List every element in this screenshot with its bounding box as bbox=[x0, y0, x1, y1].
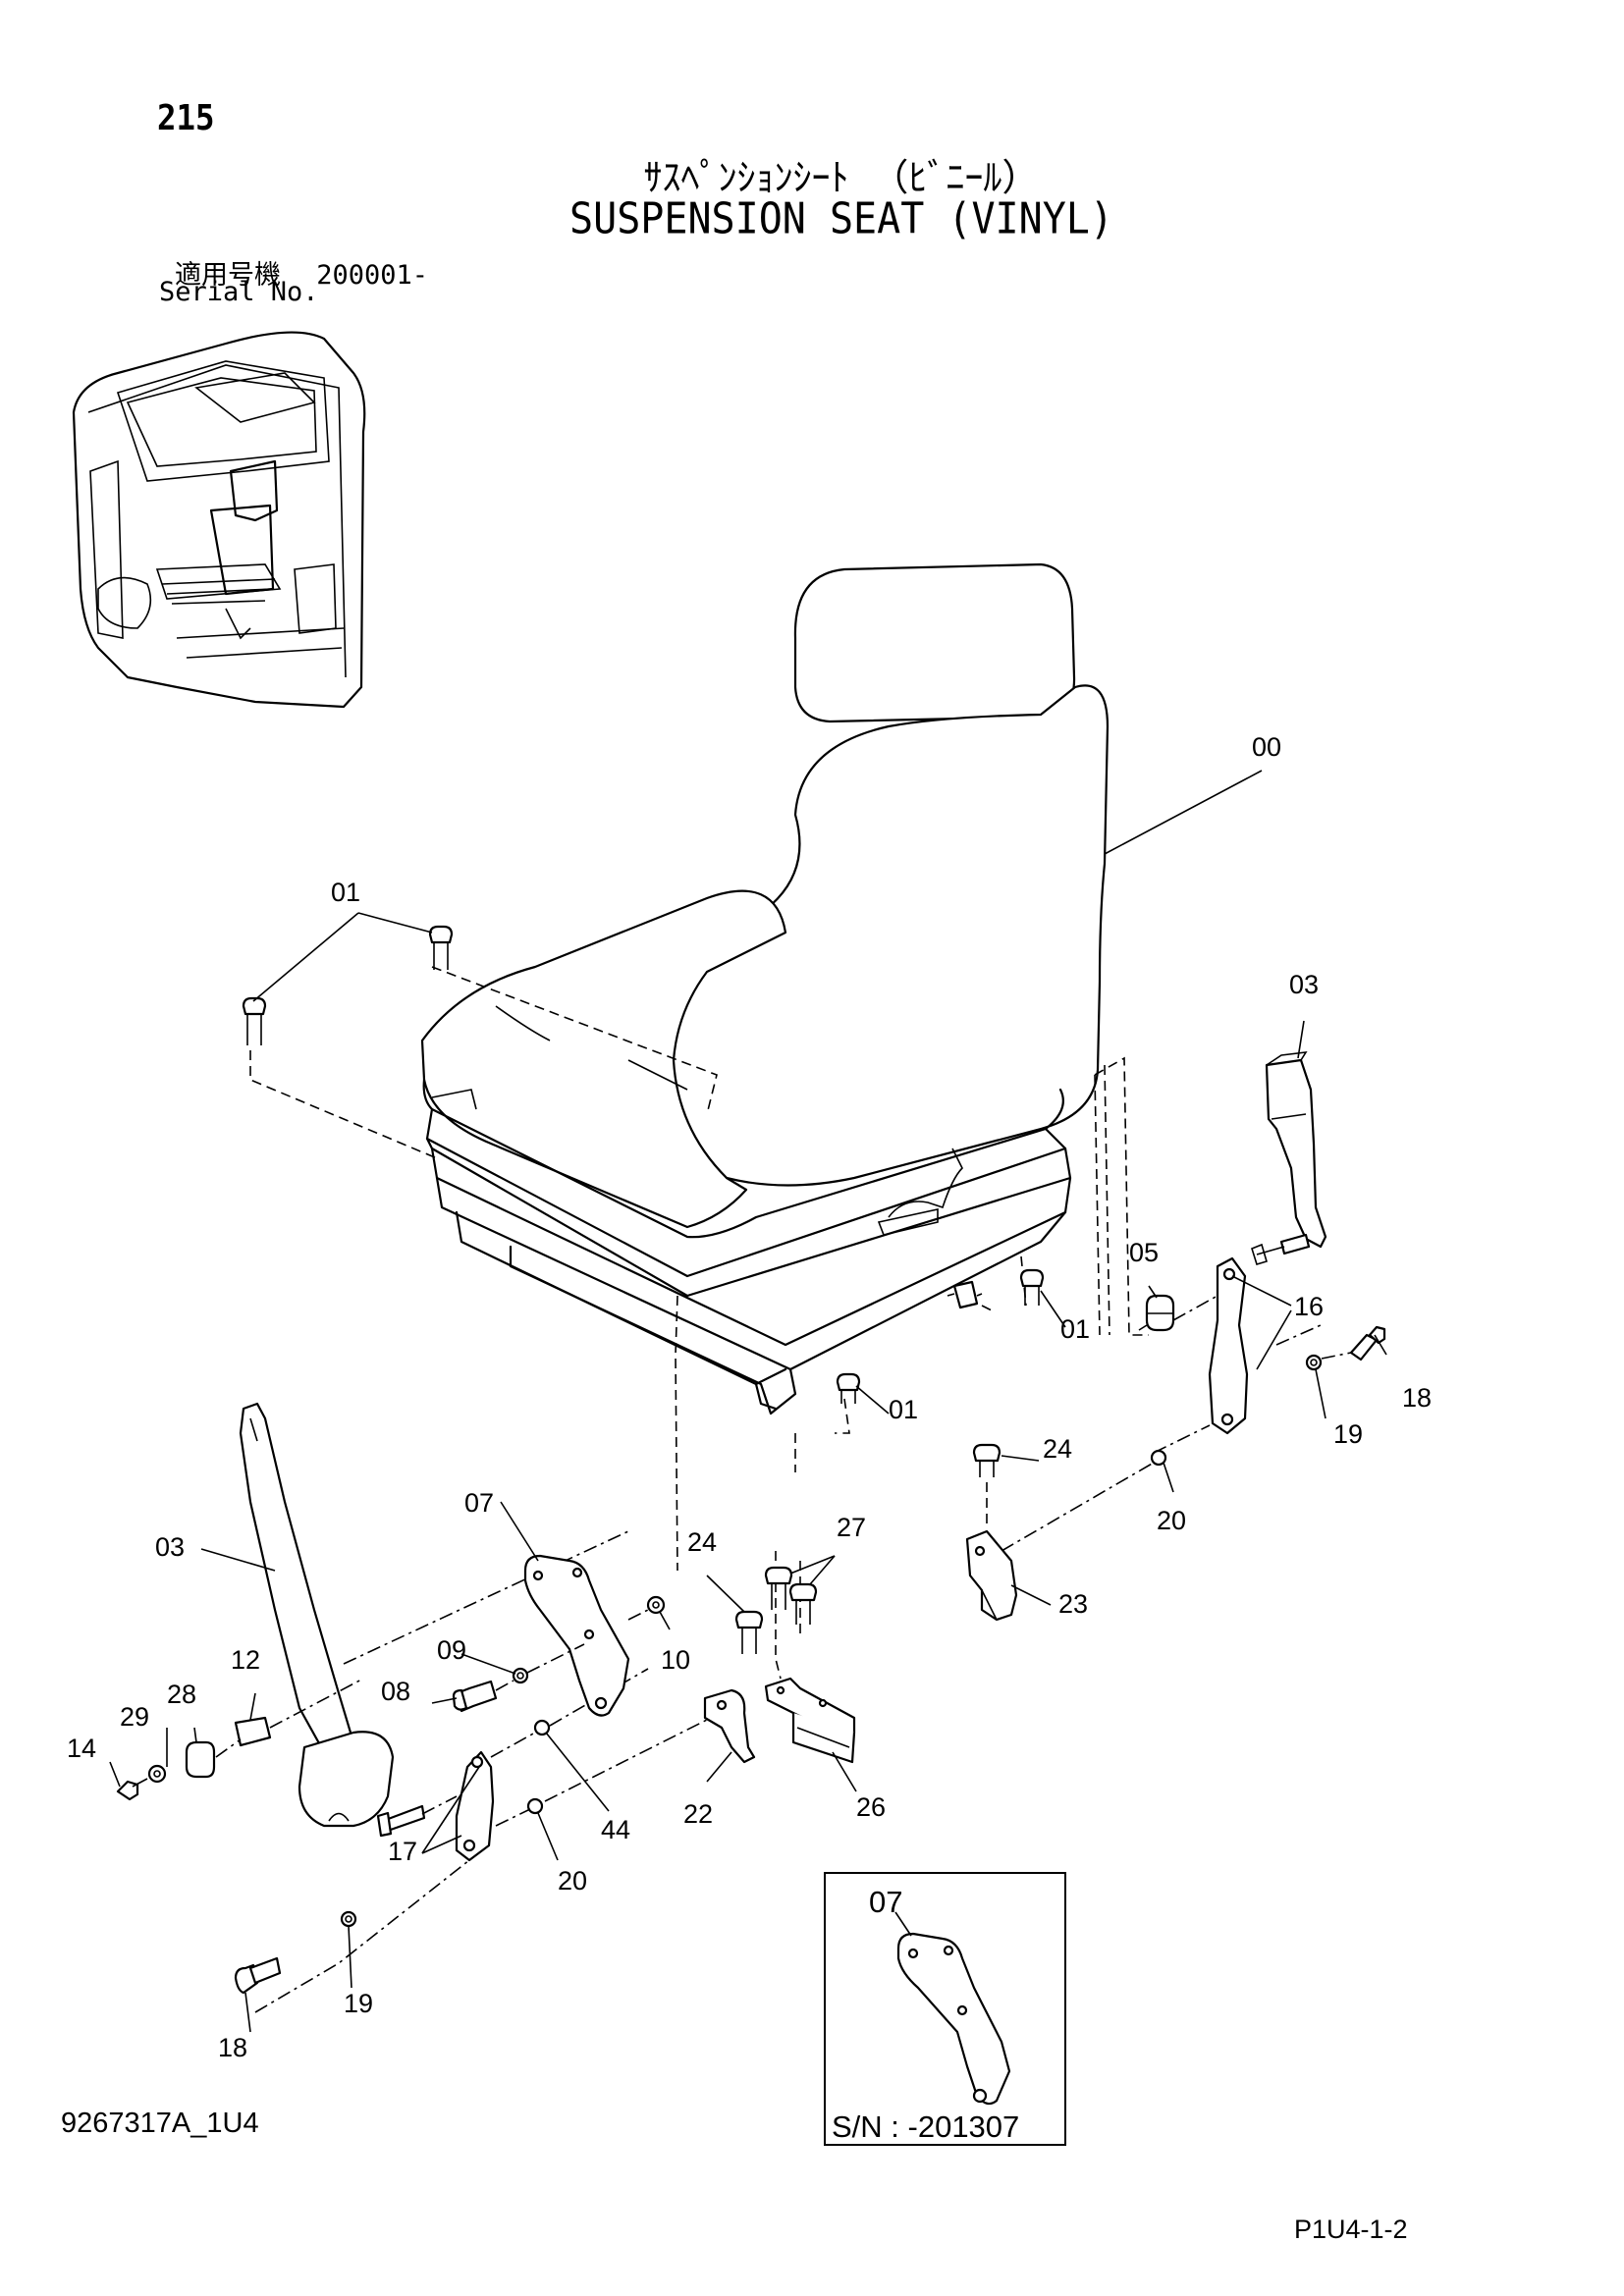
callout-23: 23 bbox=[1058, 1589, 1088, 1619]
bracket-07 bbox=[523, 1554, 630, 1717]
callout-09: 09 bbox=[437, 1635, 466, 1665]
callout-08: 08 bbox=[381, 1677, 410, 1706]
callout-28: 28 bbox=[167, 1680, 196, 1709]
suspension-seat-assembly bbox=[420, 562, 1110, 1415]
collar-28 bbox=[185, 1740, 216, 1779]
callout-18-left: 18 bbox=[218, 2033, 247, 2062]
callout-05: 05 bbox=[1129, 1238, 1159, 1267]
callout-24-right: 24 bbox=[1043, 1434, 1072, 1464]
bracket-22 bbox=[703, 1688, 756, 1764]
inset-serial-note: S/N : -201307 bbox=[832, 2109, 1019, 2144]
inset-bracket-07 bbox=[896, 1932, 1011, 2106]
callout-01-bottom: 01 bbox=[889, 1395, 918, 1424]
callout-12: 12 bbox=[231, 1645, 260, 1675]
seat-belt-retractor bbox=[298, 1731, 395, 1828]
bracket-07-group bbox=[452, 1554, 666, 1717]
mount-bracket-group bbox=[703, 1443, 1018, 1764]
inset-part-label: 07 bbox=[869, 1885, 902, 1919]
callout-19-right: 19 bbox=[1333, 1419, 1363, 1449]
callout-19-left: 19 bbox=[344, 1989, 373, 2018]
bolt-24-right bbox=[972, 1443, 1001, 1463]
title-japanese: ｻｽﾍﾟﾝｼｮﾝｼｰﾄ （ﾋﾞﾆｰﾙ） bbox=[643, 156, 1040, 199]
callout-17: 17 bbox=[388, 1837, 417, 1866]
seat-belt-buckle-right bbox=[1265, 1058, 1327, 1249]
callout-01-top: 01 bbox=[331, 878, 360, 907]
right-seat-belt-group bbox=[1001, 1051, 1386, 1552]
bolt-24-mid bbox=[734, 1610, 764, 1629]
serial-label-en: Serial No. bbox=[159, 277, 319, 307]
serial-variant-inset: 07 S/N : -201307 bbox=[824, 1872, 1066, 2146]
seat-back bbox=[671, 684, 1110, 1187]
callout-20-left: 20 bbox=[558, 1866, 587, 1896]
callout-01-right: 01 bbox=[1060, 1314, 1090, 1344]
page-title: SUSPENSION SEAT (VINYL) bbox=[569, 193, 1113, 244]
callout-29: 29 bbox=[120, 1702, 149, 1732]
callout-20-right: 20 bbox=[1157, 1506, 1186, 1535]
page-number: 215 bbox=[157, 98, 215, 138]
callout-03-left: 03 bbox=[155, 1532, 185, 1562]
seat-belt-strap-left bbox=[239, 1402, 355, 1754]
callout-10: 10 bbox=[661, 1645, 690, 1675]
callout-44: 44 bbox=[601, 1815, 630, 1844]
serial-label-jp: 適用号機 bbox=[175, 260, 281, 291]
headrest bbox=[793, 562, 1076, 723]
bracket-23 bbox=[965, 1529, 1018, 1622]
drawing-number: 9267317A_1U4 bbox=[61, 2108, 259, 2139]
callout-03-right: 03 bbox=[1289, 970, 1319, 999]
callout-00: 00 bbox=[1252, 732, 1281, 762]
callout-labels: 00 01 01 01 03 03 05 07 08 09 10 12 14 1… bbox=[67, 732, 1432, 2062]
serial-label-jp-row: 適用号機 200001- bbox=[175, 253, 428, 292]
callout-16: 16 bbox=[1294, 1292, 1324, 1321]
page-code: P1U4-1-2 bbox=[1294, 2215, 1408, 2244]
callout-24-mid: 24 bbox=[687, 1527, 717, 1557]
left-seat-belt-group bbox=[116, 1402, 708, 2013]
callout-26: 26 bbox=[856, 1792, 886, 1822]
callout-07: 07 bbox=[464, 1488, 494, 1518]
callout-18-right: 18 bbox=[1402, 1383, 1432, 1413]
callout-22: 22 bbox=[683, 1799, 713, 1829]
cab-location-thumbnail bbox=[72, 331, 366, 709]
serial-range: 200001- bbox=[316, 260, 429, 291]
callout-14: 14 bbox=[67, 1734, 96, 1763]
seat-cushion bbox=[420, 889, 787, 1229]
bracket-17 bbox=[455, 1750, 495, 1862]
plate-12 bbox=[234, 1716, 272, 1747]
callout-27: 27 bbox=[837, 1513, 866, 1542]
callout-leader-lines bbox=[109, 770, 1387, 2033]
seat-belt-bracket-16 bbox=[1208, 1256, 1249, 1435]
